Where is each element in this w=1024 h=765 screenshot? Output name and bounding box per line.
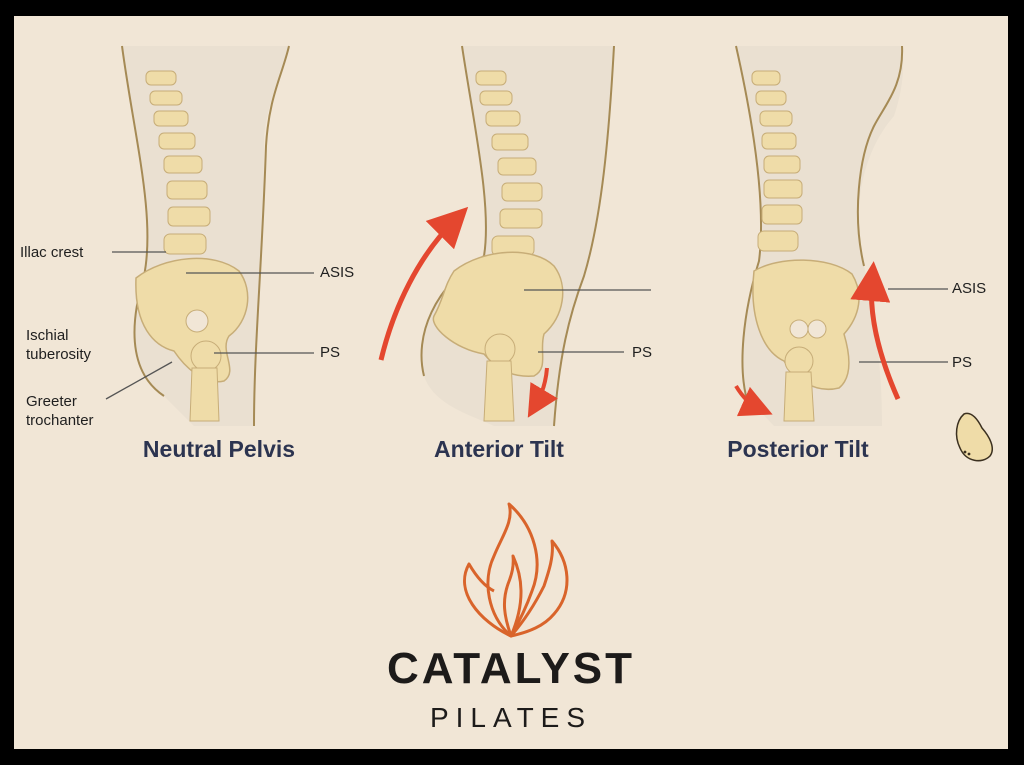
label-iliac-crest: Illac crest — [20, 244, 84, 261]
brand-name: CATALYST — [386, 644, 636, 693]
flame-icon — [463, 502, 569, 638]
label-ps-anterior: PS — [632, 344, 653, 361]
title-neutral-pelvis: Neutral Pelvis — [142, 436, 296, 462]
anterior-tilt-figure — [378, 45, 651, 427]
posterior-tilt-figure — [734, 45, 948, 426]
title-posterior-tilt: Posterior Tilt — [727, 436, 869, 462]
brand-subtitle: PILATES — [429, 702, 593, 733]
label-ischial-tuberosity: Ischial tuberosity — [26, 327, 92, 363]
diagram-canvas: Illac crest Ischial tuberosity Greeter t… — [14, 16, 1008, 749]
label-asis-neutral: ASIS — [320, 264, 355, 281]
label-asis-posterior: ASIS — [952, 280, 987, 297]
anterior-down-arrow — [527, 367, 558, 418]
label-ps-neutral: PS — [320, 344, 341, 361]
neutral-pelvis-figure — [105, 45, 314, 427]
pelvis-illustrations — [105, 45, 994, 638]
label-greater-trochanter: Greeter trochanter — [26, 393, 94, 429]
anterior-up-arrow — [378, 206, 469, 361]
posterior-up-arrow — [850, 261, 901, 401]
label-ps-posterior: PS — [952, 354, 973, 371]
title-anterior-tilt: Anterior Tilt — [434, 436, 564, 462]
posterior-down-arrow — [734, 384, 773, 417]
bone-icon — [955, 412, 994, 462]
